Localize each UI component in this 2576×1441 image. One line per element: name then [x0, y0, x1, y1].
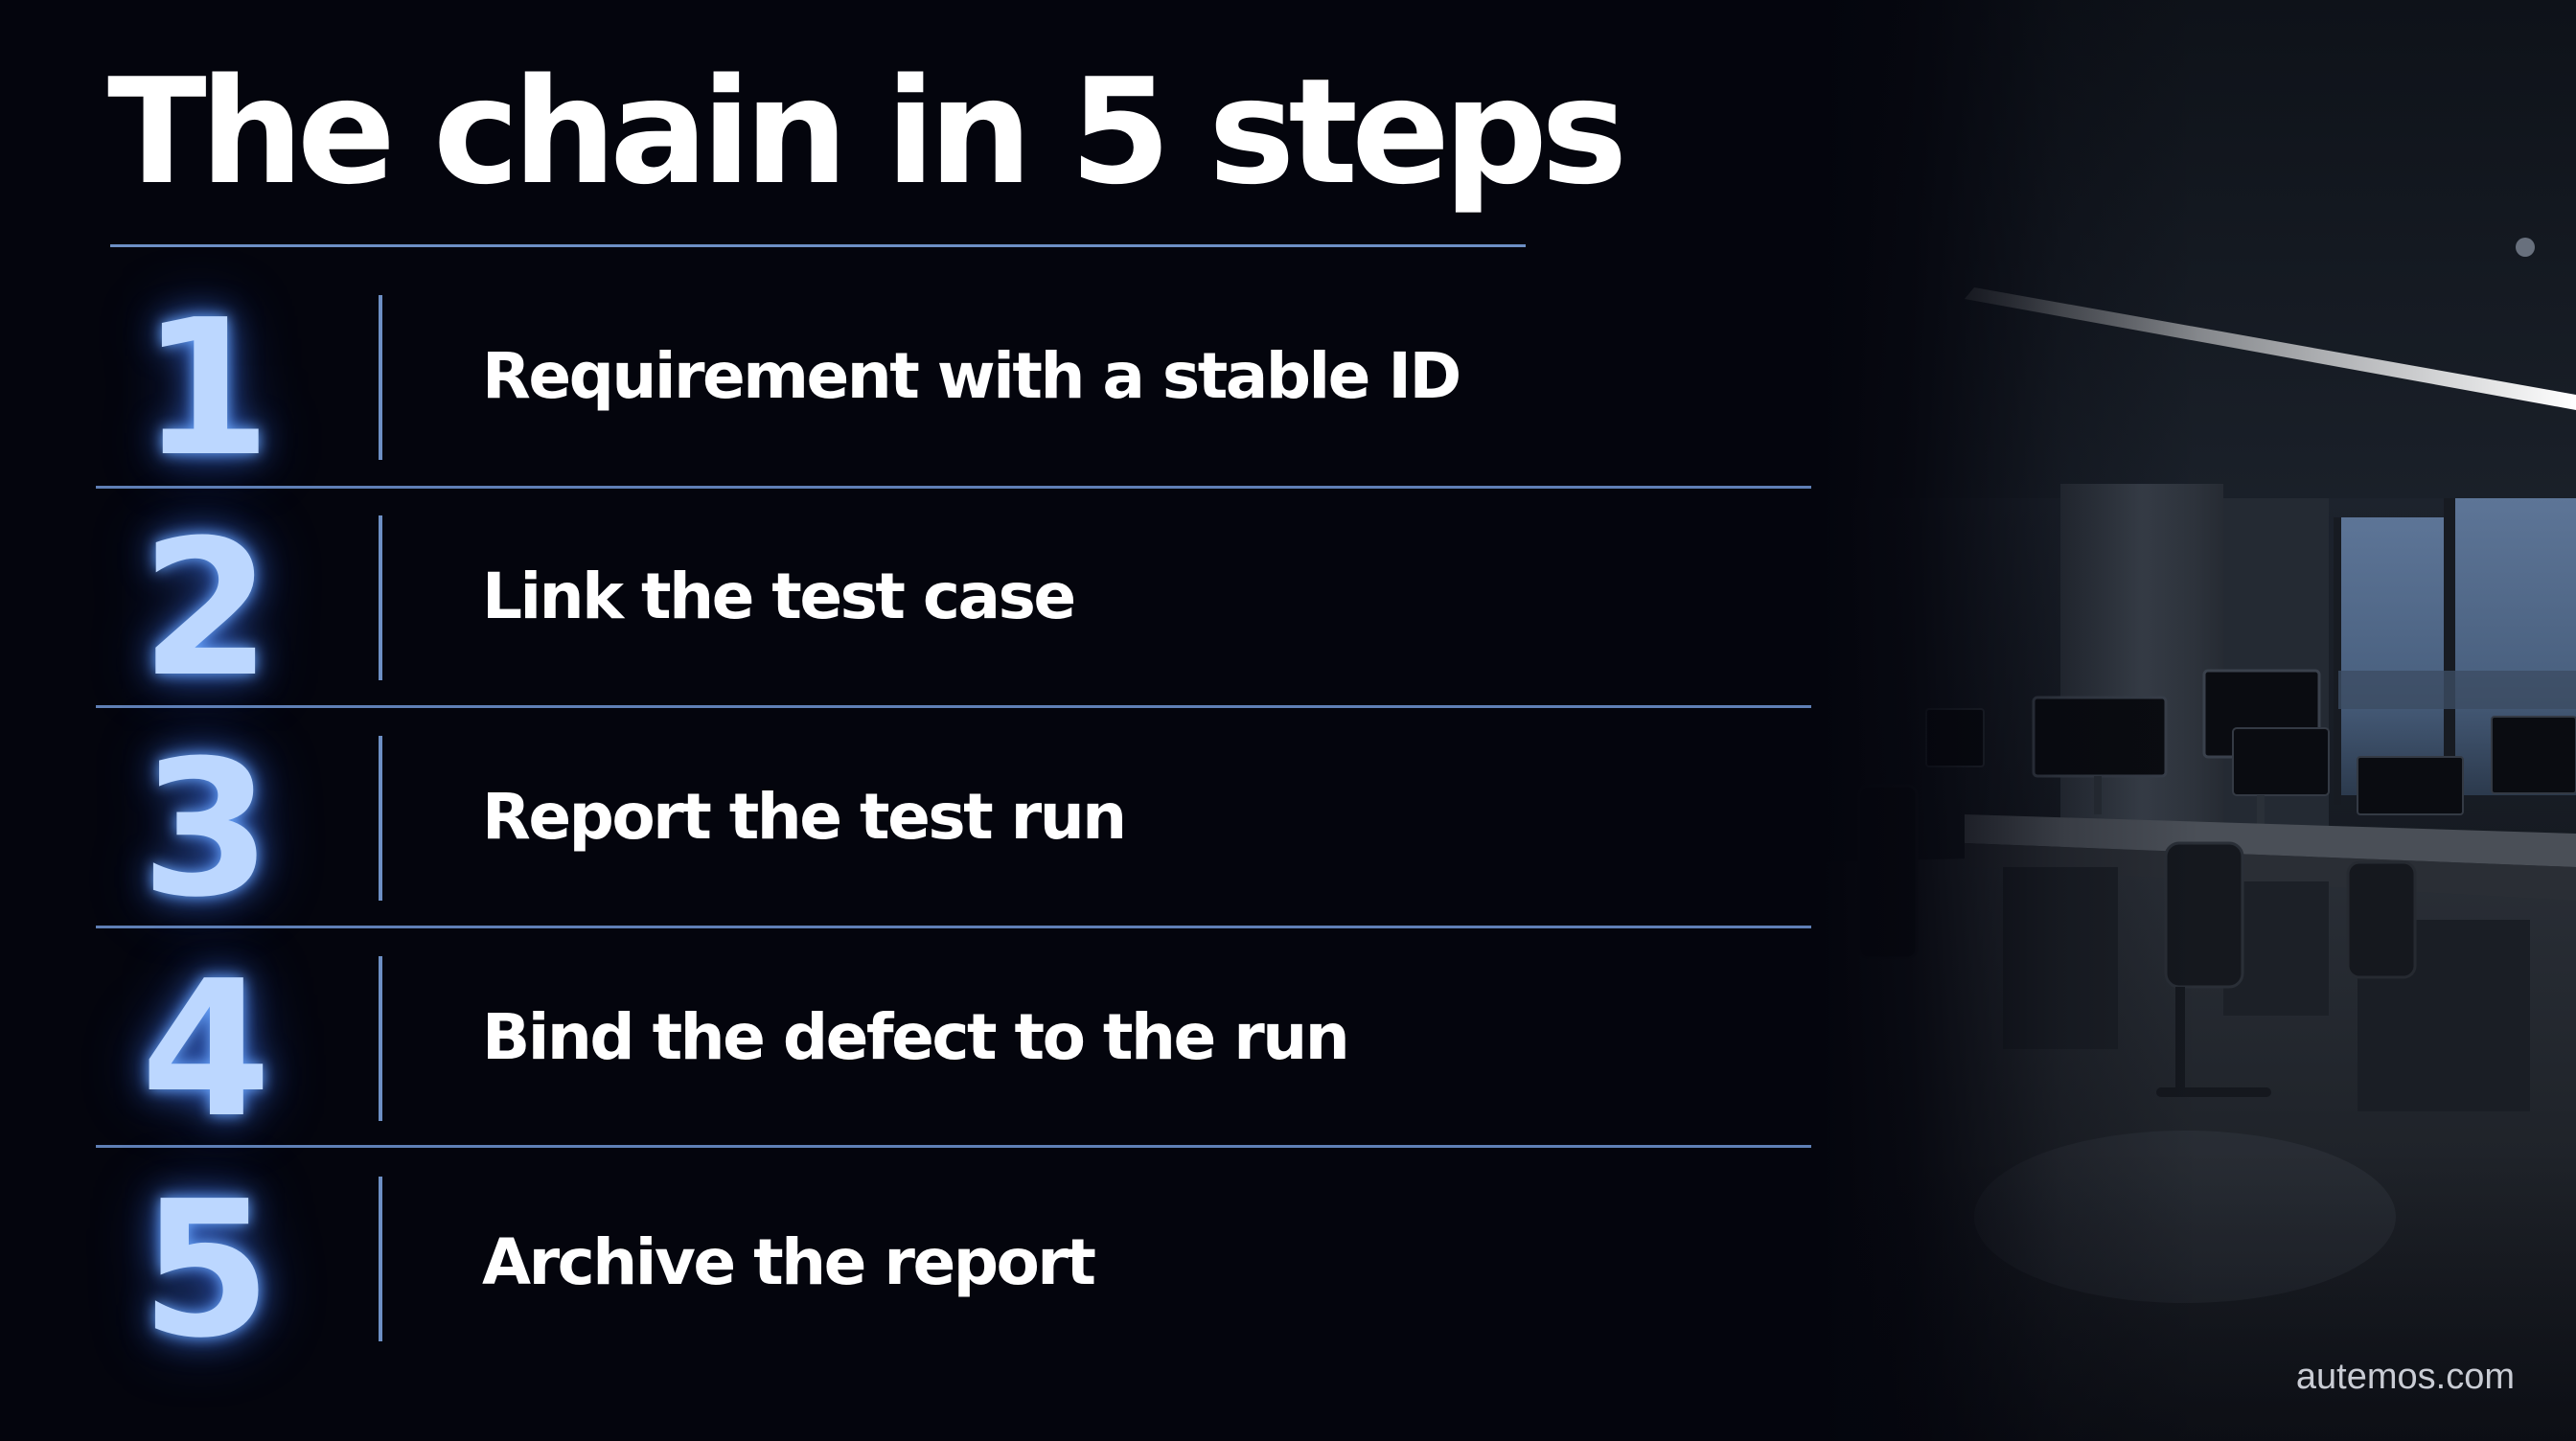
step-label: Archive the report [482, 1225, 1096, 1299]
step-label: Bind the defect to the run [482, 1000, 1350, 1074]
step-label: Report the test run [482, 780, 1127, 854]
step-divider [379, 295, 382, 460]
step-number: 4 [140, 941, 272, 1159]
step-divider [379, 515, 382, 680]
step-number: 2 [140, 500, 272, 719]
page-title: The chain in 5 steps [107, 47, 1627, 217]
row-divider [96, 1145, 1811, 1148]
step-divider [379, 956, 382, 1121]
title-underline [110, 244, 1526, 247]
row-divider [96, 705, 1811, 708]
step-label: Requirement with a stable ID [482, 339, 1461, 413]
step-number: 3 [140, 720, 272, 939]
step-divider [379, 736, 382, 901]
brand-url: autemos.com [2295, 1357, 2515, 1397]
step-label: Link the test case [482, 560, 1076, 633]
step-divider [379, 1177, 382, 1341]
step-number: 1 [140, 280, 272, 498]
row-divider [96, 926, 1811, 928]
row-divider [96, 486, 1811, 489]
steps-list: 1 Requirement with a stable ID 2 Link th… [96, 280, 1811, 1380]
office-photo [1821, 0, 2576, 1441]
step-number: 5 [140, 1161, 272, 1380]
